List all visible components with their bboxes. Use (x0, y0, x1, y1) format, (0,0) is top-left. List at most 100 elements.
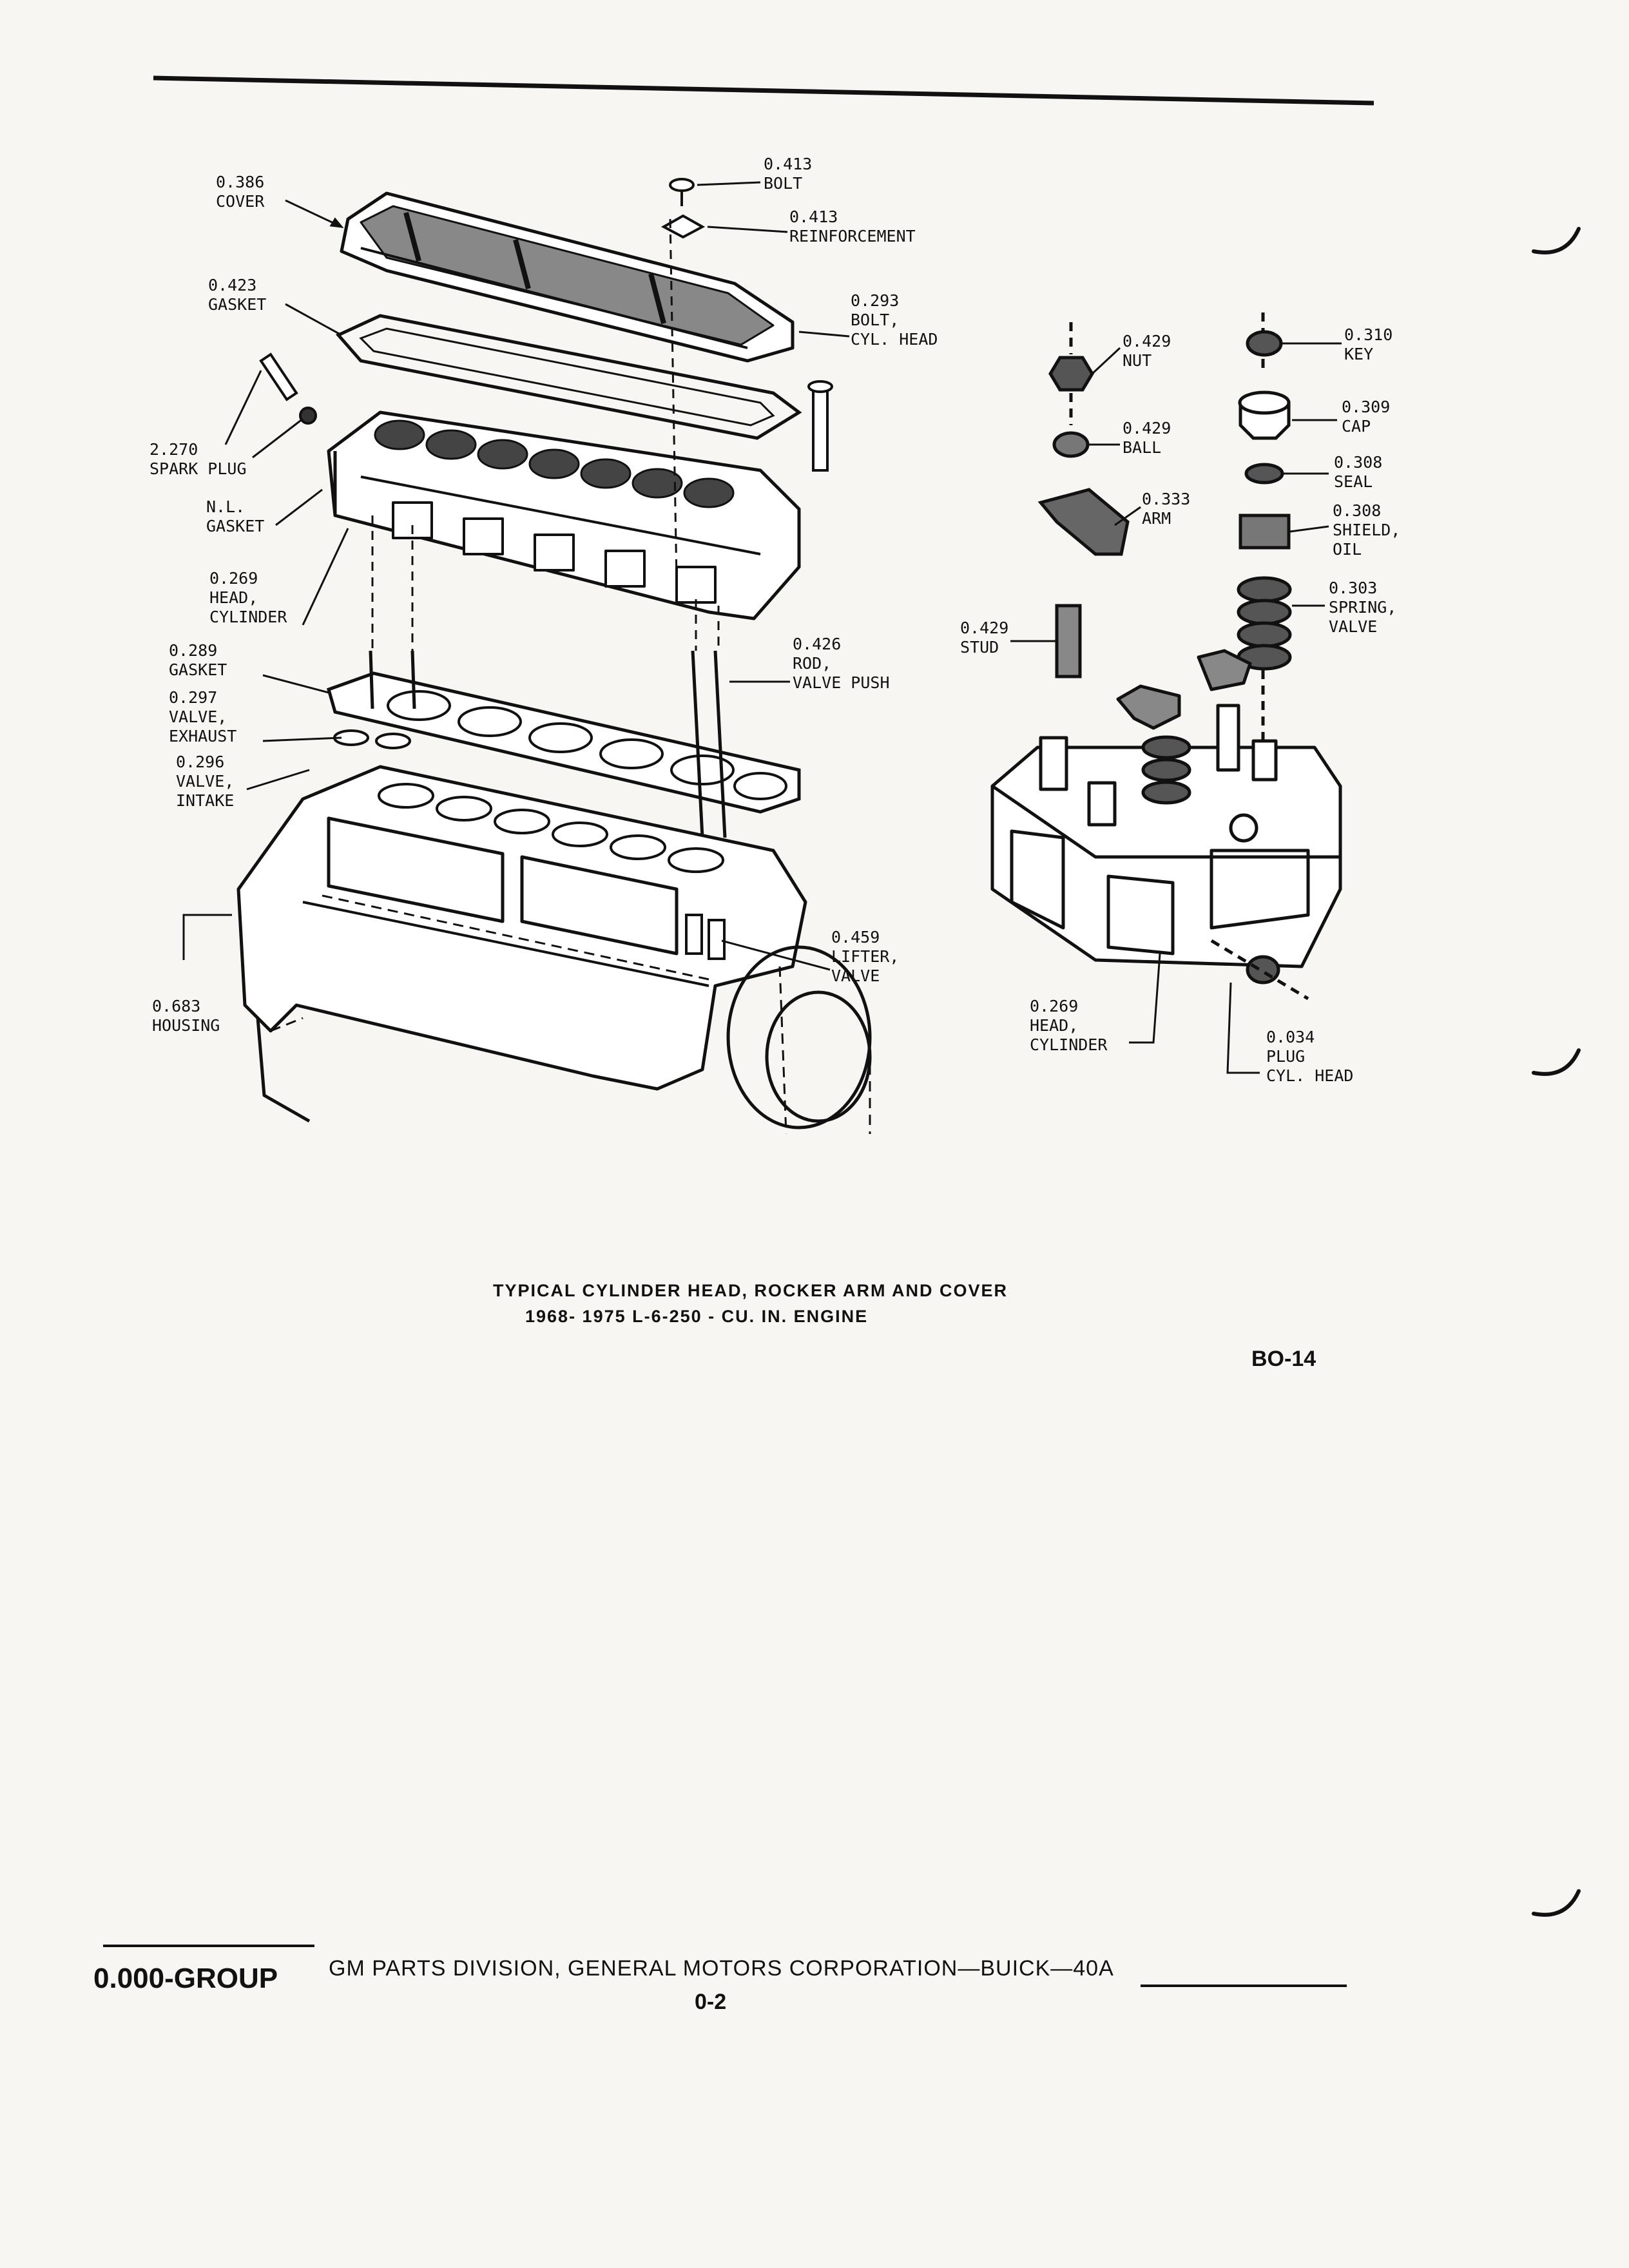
label-valve-intake-line2: VALVE, (176, 772, 235, 791)
label-lifter-valve-line3: VALVE (831, 966, 880, 985)
label-nl-gasket-line1: N.L. (206, 497, 246, 516)
head-bolt-drawing (807, 380, 833, 472)
label-seal-num: 0.308 (1334, 453, 1383, 472)
caption-line2: 1968- 1975 L-6-250 - CU. IN. ENGINE (525, 1307, 869, 1326)
label-bolt-cyl-head-num: 0.293 (851, 291, 900, 310)
engine-block-drawing (236, 765, 872, 1129)
right-cylinder-head-drawing (990, 649, 1342, 968)
label-head-cylinder-left-line3: CYLINDER (209, 608, 287, 626)
label-rod-valve-push-line3: VALVE PUSH (793, 673, 890, 692)
label-shield-oil-num: 0.308 (1333, 501, 1382, 520)
label-gasket-cover-name: GASKET (208, 295, 267, 314)
label-plug-cyl-head-line3: CYL. HEAD (1266, 1066, 1354, 1085)
label-spark-plug-name: SPARK PLUG (149, 459, 247, 478)
label-shield-oil-line3: OIL (1333, 540, 1362, 559)
label-head-cylinder-right-line2: HEAD, (1030, 1016, 1079, 1035)
cover-bolt-drawing (660, 178, 706, 239)
head-gasket-drawing (326, 671, 801, 814)
label-spring-valve-num: 0.303 (1329, 579, 1378, 597)
cover-gasket-drawing (335, 314, 802, 440)
label-bolt-cyl-head-line3: CYL. HEAD (851, 330, 938, 349)
label-cover-num: 0.386 (216, 173, 265, 191)
cylinder-head-drawing (327, 410, 801, 620)
leader-lines (182, 181, 1342, 1074)
label-nl-gasket-line2: GASKET (206, 517, 265, 535)
label-housing-name: HOUSING (152, 1016, 220, 1035)
label-ball-num: 0.429 (1123, 419, 1171, 437)
label-head-cylinder-right-line3: CYLINDER (1030, 1035, 1108, 1054)
dashed-guides (371, 218, 720, 651)
label-gasket-cover-num: 0.423 (208, 276, 257, 294)
label-cover-name: COVER (216, 192, 265, 211)
label-rod-valve-push-line2: ROD, (793, 654, 832, 673)
label-stud-name: STUD (960, 638, 999, 657)
label-nut-num: 0.429 (1123, 332, 1171, 351)
figure-code: BO-14 (1251, 1347, 1316, 1371)
footer-group: 0.000-GROUP (93, 1963, 278, 1994)
label-bolt-cyl-head-line2: BOLT, (851, 311, 900, 329)
valves-drawing (333, 729, 411, 749)
label-cap-num: 0.309 (1342, 398, 1391, 416)
plug-drawing (1210, 939, 1309, 1001)
label-bolt-num: 0.413 (764, 155, 813, 173)
label-housing-num: 0.683 (152, 997, 201, 1015)
label-head-cylinder-left-num: 0.269 (209, 569, 258, 588)
label-plug-cyl-head-num: 0.034 (1266, 1028, 1315, 1046)
label-nl-gasket: N.L.GASKET (206, 497, 264, 536)
label-reinforcement-num: 0.413 (789, 207, 838, 226)
label-valve-exhaust-line2: VALVE, (169, 707, 227, 726)
label-seal-name: SEAL (1334, 472, 1373, 491)
scan-edge-marks (1532, 227, 1581, 1917)
label-valve-intake-line3: INTAKE (176, 791, 235, 810)
label-arm-name: ARM (1142, 509, 1171, 528)
label-valve-intake-num: 0.296 (176, 753, 225, 771)
rocker-stack-drawing (1037, 322, 1130, 678)
label-valve-exhaust-line3: EXHAUST (169, 727, 237, 745)
footer-division: GM PARTS DIVISION, GENERAL MOTORS CORPOR… (329, 1956, 1114, 1981)
label-gasket-head-name: GASKET (169, 660, 227, 679)
label-lifter-valve-line2: LIFTER, (831, 947, 900, 966)
label-key-num: 0.310 (1344, 325, 1393, 344)
label-ball-name: BALL (1123, 438, 1162, 457)
lifters-drawing (685, 914, 726, 960)
label-plug-cyl-head-line2: PLUG (1266, 1047, 1306, 1066)
top-rule (153, 75, 1374, 106)
label-rod-valve-push-num: 0.426 (793, 635, 842, 653)
label-shield-oil-line2: SHIELD, (1333, 521, 1401, 539)
push-rods-drawing (369, 650, 727, 838)
rocker-cover-drawing (340, 191, 795, 363)
label-gasket-head-num: 0.289 (169, 641, 218, 660)
label-cap-name: CAP (1342, 417, 1371, 436)
label-valve-exhaust-num: 0.297 (169, 688, 218, 707)
label-stud-num: 0.429 (960, 619, 1009, 637)
footer-page: 0-2 (695, 1990, 727, 2014)
label-spark-plug-num: 2.270 (149, 440, 198, 459)
label-lifter-valve-num: 0.459 (831, 928, 880, 947)
label-spring-valve-line3: VALVE (1329, 617, 1378, 636)
spark-plug-drawing (259, 352, 317, 425)
label-spring-valve-line2: SPRING, (1329, 598, 1397, 617)
caption-line1: TYPICAL CYLINDER HEAD, ROCKER ARM AND CO… (493, 1281, 1008, 1300)
